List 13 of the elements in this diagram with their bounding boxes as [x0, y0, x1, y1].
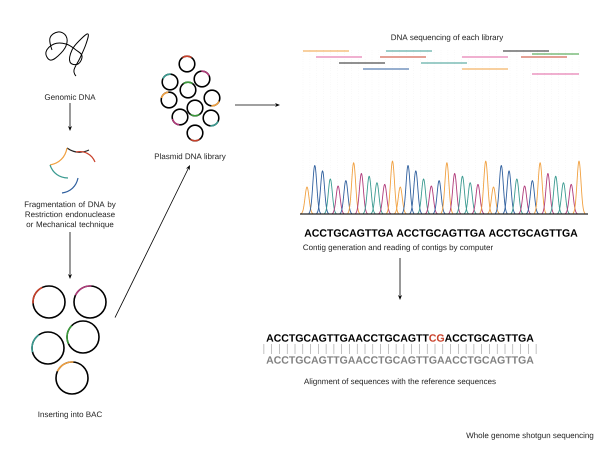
sequence-text: ACCTGCAGTTGAACCTGCAGTTGAACCTGCAGTTGA: [266, 356, 534, 364]
sequence-text: ACCTGCAGTTGA ACCTGCAGTTGA ACCTGCAGTTGA: [304, 229, 578, 237]
step-label: DNA sequencing of each library: [391, 34, 504, 42]
step-label: Plasmid DNA library: [154, 153, 226, 161]
sequence-text: ACCTGCAGTTGAACCTGCAGTTCGACCTGCAGTTGA: [266, 334, 534, 342]
step-label: Contig generation and reading of contigs by computer: [303, 244, 493, 252]
node-text: DNA sequencing of each library ACCTGCAGTTGA ACCTGCAGTTGA ACCTGCAGTTGA Contig generation and reading of contigs by computer: [303, 34, 578, 252]
step-label: Inserting into BAC: [38, 411, 102, 419]
step-label: Fragmentation of DNA by Restriction endonuclease or Mechanical technique: [24, 201, 116, 229]
node-text: ACCTGCAGTTGAACCTGCAGTTCGACCTGCAGTTGA ACCTGCAGTTGAACCTGCAGTTGAACCTGCAGTTGA Alignment of sequences with the reference sequences: [266, 334, 534, 386]
step-label: Genomic DNA: [44, 94, 96, 100]
caption-text: Whole genome shotgun sequencing: [466, 432, 594, 440]
step-label: Alignment of sequences with the reference sequences: [304, 378, 496, 386]
